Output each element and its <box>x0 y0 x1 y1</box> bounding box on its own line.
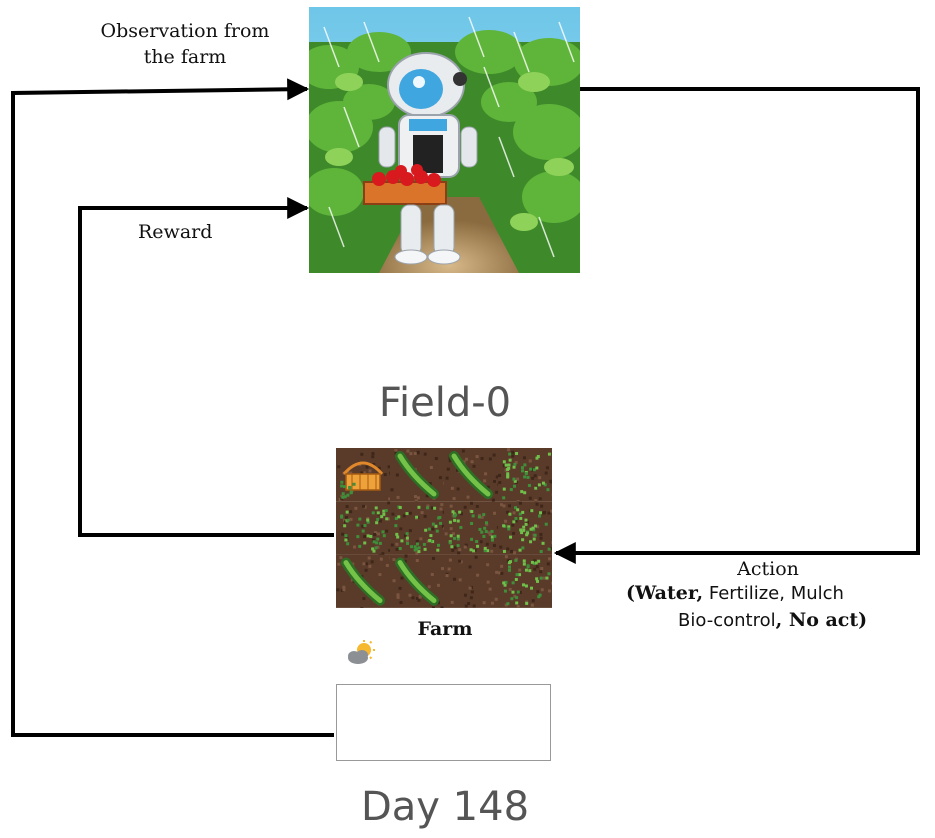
day-title: Day 148 <box>360 784 530 830</box>
observation-arrow <box>11 78 334 737</box>
robot-farmer-image <box>309 7 580 273</box>
farm-tile-sprout <box>336 501 392 558</box>
action-label: Action (Water, Fertilize, Mulch Bio-cont… <box>600 558 920 634</box>
action-biocontrol: Bio-control <box>678 610 776 631</box>
action-comma: , <box>775 609 783 631</box>
farm-tile-soil <box>444 554 501 608</box>
partly-cloudy-icon <box>348 640 375 664</box>
farm-tile-sprout <box>390 501 447 555</box>
farm-tile-sprout <box>498 448 552 504</box>
observation-label: Observation from the farm <box>60 18 310 70</box>
action-noact: No act) <box>782 609 868 631</box>
farm-tile-basket <box>336 448 393 502</box>
farm-tile-sprout <box>498 554 552 608</box>
farm-grid <box>336 448 552 608</box>
action-options-line2: Bio-control, No act) <box>600 607 920 634</box>
farm-tile-pea <box>444 448 501 502</box>
farm-label: Farm <box>417 618 473 640</box>
action-water: Water, <box>635 582 704 604</box>
farm-tile-pea <box>390 554 445 608</box>
reward-arrow <box>78 197 334 537</box>
farm-tile-pea <box>336 554 393 608</box>
field-title: Field-0 <box>378 380 512 426</box>
empty-observation-box <box>336 684 551 761</box>
action-arrow <box>553 87 920 564</box>
farm-tile-sprout <box>498 501 552 555</box>
observation-label-line2: the farm <box>143 46 227 68</box>
observation-label-line1: Observation from <box>100 20 270 42</box>
action-open-paren: ( <box>626 582 635 604</box>
action-title: Action <box>737 558 799 580</box>
reward-label: Reward <box>138 221 213 243</box>
action-options-line1: (Water, Fertilize, Mulch <box>600 580 920 607</box>
farm-tile-sprout <box>444 501 500 555</box>
farm-tile-pea <box>390 448 447 503</box>
action-fertilize-mulch: Fertilize, Mulch <box>703 583 844 604</box>
